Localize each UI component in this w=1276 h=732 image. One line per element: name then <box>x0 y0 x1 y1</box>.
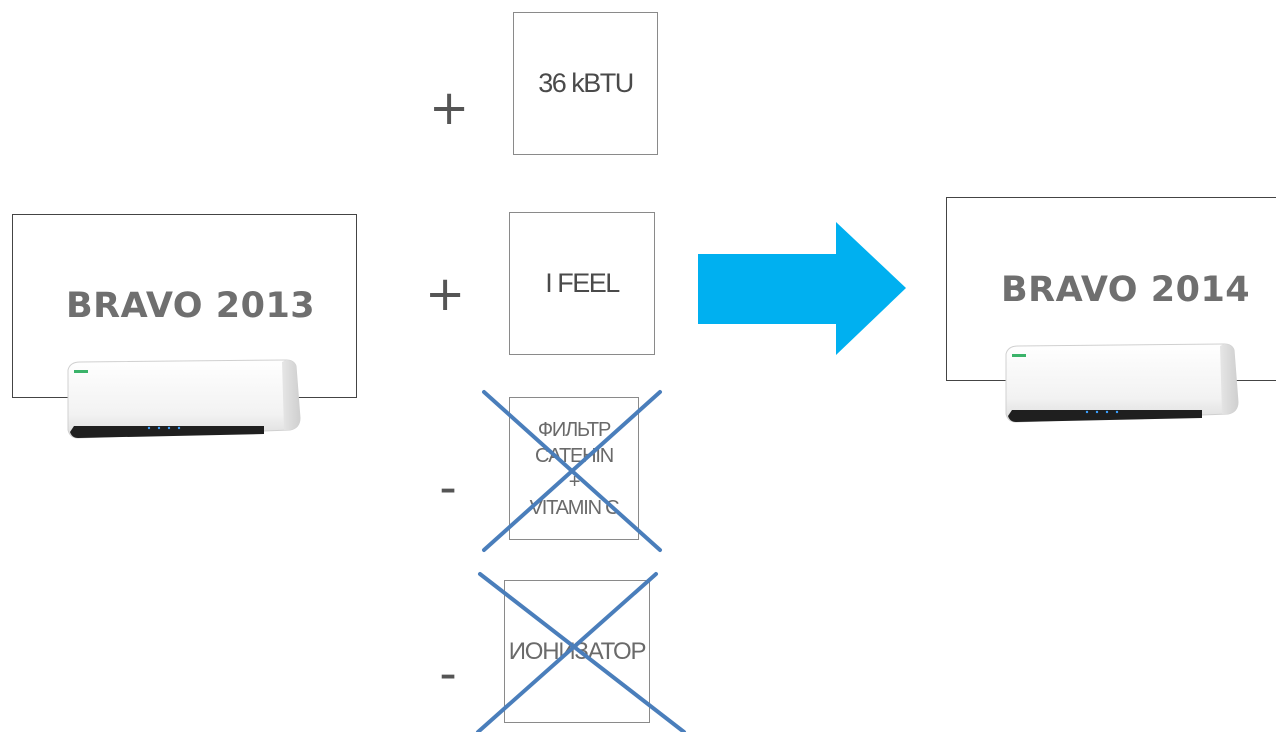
feature-sign-filter: - <box>439 460 457 516</box>
feature-sign-36kbtu: + <box>429 80 470 136</box>
right-model-title: BRAVO 2014 <box>1001 270 1251 310</box>
feature-sign-ifeel: + <box>425 266 466 322</box>
feature-box-filter: ФИЛЬТР CATEHIN + VITAMIN C <box>509 397 639 540</box>
feature-box-36kbtu: 36 kBTU <box>513 12 658 155</box>
feature-label-filter: ФИЛЬТР CATEHIN + VITAMIN C <box>529 418 620 519</box>
feature-label-ionizer: ИОНИЗАТОР <box>508 637 647 665</box>
right-ac-unit-image <box>1005 343 1239 423</box>
feature-box-ionizer: ИОНИЗАТОР <box>504 580 650 723</box>
left-ac-unit-image <box>67 359 301 439</box>
feature-box-ifeel: I FEEL <box>509 212 655 355</box>
left-model-title: BRAVO 2013 <box>66 286 316 326</box>
feature-label-36kbtu: 36 kBTU <box>538 68 634 98</box>
feature-sign-ionizer: - <box>439 646 457 702</box>
feature-label-ifeel: I FEEL <box>545 268 620 298</box>
transition-arrow-icon <box>698 222 906 355</box>
